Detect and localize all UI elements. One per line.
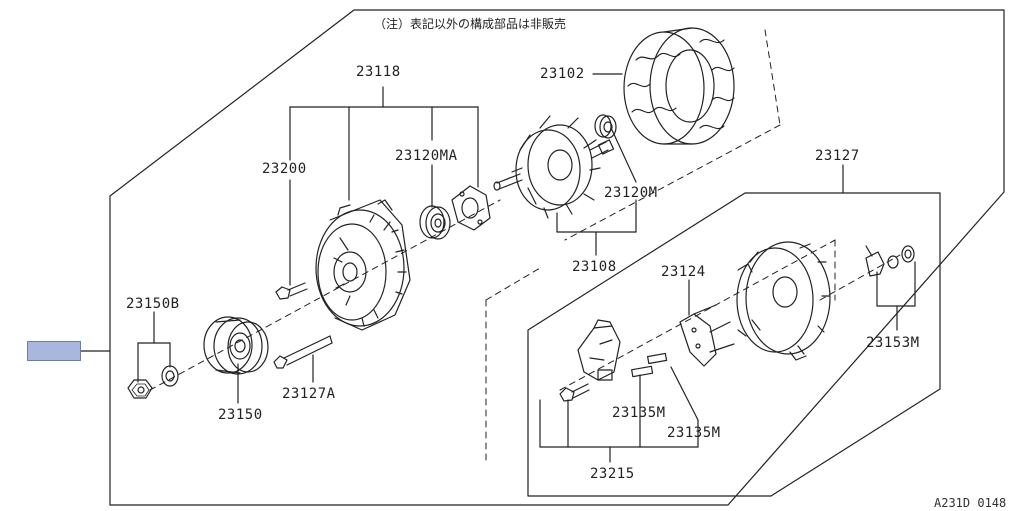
bracket-23150B <box>137 311 171 383</box>
bracket-23108 <box>556 199 637 256</box>
part-label-23135M-b[interactable]: 23135M <box>667 425 721 441</box>
bracket-23215 <box>539 366 699 463</box>
nut-part <box>127 379 153 399</box>
part-label-23135M-a[interactable]: 23135M <box>612 405 666 421</box>
part-label-23150[interactable]: 23150 <box>218 407 263 423</box>
retainer-plate-part <box>451 185 491 231</box>
diagram-code: A231D 0148 <box>934 496 1007 510</box>
terminal-part <box>865 245 915 277</box>
part-label-23120MA[interactable]: 23120MA <box>395 148 458 164</box>
stator-part <box>623 27 735 145</box>
part-label-23118[interactable]: 23118 <box>356 64 401 80</box>
assembly-axis-lines <box>149 29 901 466</box>
part-label-23127A[interactable]: 23127A <box>282 386 336 402</box>
reference-highlight-box[interactable] <box>27 341 81 361</box>
front-housing-part <box>315 199 411 331</box>
bolt-part <box>275 282 308 300</box>
brush-part-b <box>647 352 668 365</box>
bearing-part <box>419 205 451 240</box>
rear-bearing-part <box>594 114 617 139</box>
rectifier-part <box>679 304 735 367</box>
screw-part <box>559 383 590 402</box>
rear-housing-part <box>736 241 831 361</box>
brush-holder-part <box>577 319 621 381</box>
washer-part <box>161 365 179 387</box>
bracket-23118 <box>289 86 479 201</box>
part-label-23108[interactable]: 23108 <box>572 259 617 275</box>
part-label-23215[interactable]: 23215 <box>590 466 635 482</box>
part-label-23124[interactable]: 23124 <box>661 264 706 280</box>
leader-23120M <box>611 129 637 183</box>
sub-frame <box>527 192 941 497</box>
note-text: （注）表記以外の構成部品は非販売 <box>374 17 567 31</box>
rotor-part <box>493 115 615 219</box>
part-label-23120M[interactable]: 23120M <box>604 185 658 201</box>
part-label-23153M[interactable]: 23153M <box>866 335 920 351</box>
brush-part-a <box>631 365 654 378</box>
part-label-23102[interactable]: 23102 <box>540 66 585 82</box>
bracket-23153M <box>876 261 916 331</box>
main-frame <box>109 9 1005 506</box>
part-label-23150B[interactable]: 23150B <box>126 296 180 312</box>
through-bolt-part <box>273 335 333 369</box>
part-label-23200[interactable]: 23200 <box>262 161 307 177</box>
pulley-part <box>203 316 269 375</box>
part-label-23127[interactable]: 23127 <box>815 148 860 164</box>
